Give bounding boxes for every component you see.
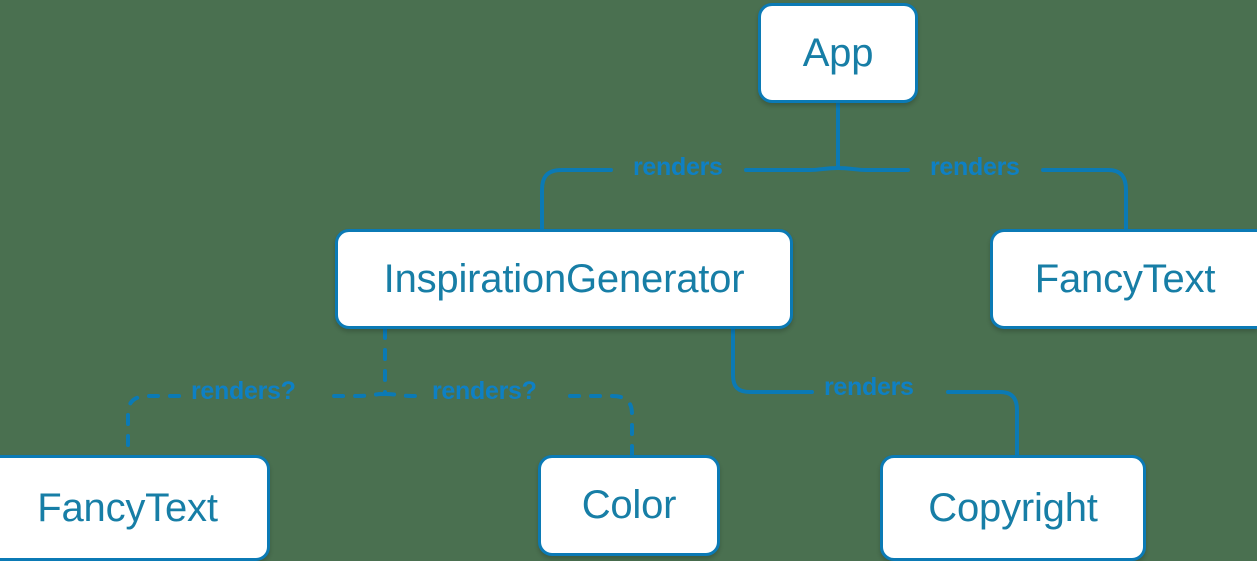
edge-app-inspiration [540, 166, 840, 231]
node-color-label: Color [581, 483, 677, 527]
edge-label-inspiration-copyright: renders [824, 373, 914, 401]
node-color[interactable]: Color [538, 455, 720, 556]
node-fancytext-left-label: FancyText [37, 485, 218, 530]
node-fancytext-right[interactable]: FancyText [990, 229, 1257, 329]
node-app-label: App [802, 30, 874, 75]
node-app[interactable]: App [758, 3, 918, 103]
edge-label-app-inspiration: renders [633, 153, 723, 181]
edge-inspiration-copyright [731, 327, 1019, 457]
edge-inspiration-fancytext-left [126, 392, 387, 457]
edge-label-inspiration-color: renders? [432, 377, 537, 405]
edge-label-app-fancytext-right: renders [930, 153, 1020, 181]
node-copyright[interactable]: Copyright [880, 455, 1146, 561]
edge-app-fancytext-right [836, 166, 1128, 231]
node-copyright-label: Copyright [928, 485, 1098, 530]
node-fancytext-right-label: FancyText [1034, 256, 1216, 301]
node-inspiration-generator-label: InspirationGenerator [383, 256, 745, 301]
edge-inspiration-color [383, 392, 634, 457]
edge-label-inspiration-fancytext-left: renders? [191, 377, 296, 405]
node-fancytext-left[interactable]: FancyText [0, 455, 270, 561]
node-inspiration-generator[interactable]: InspirationGenerator [335, 229, 793, 329]
